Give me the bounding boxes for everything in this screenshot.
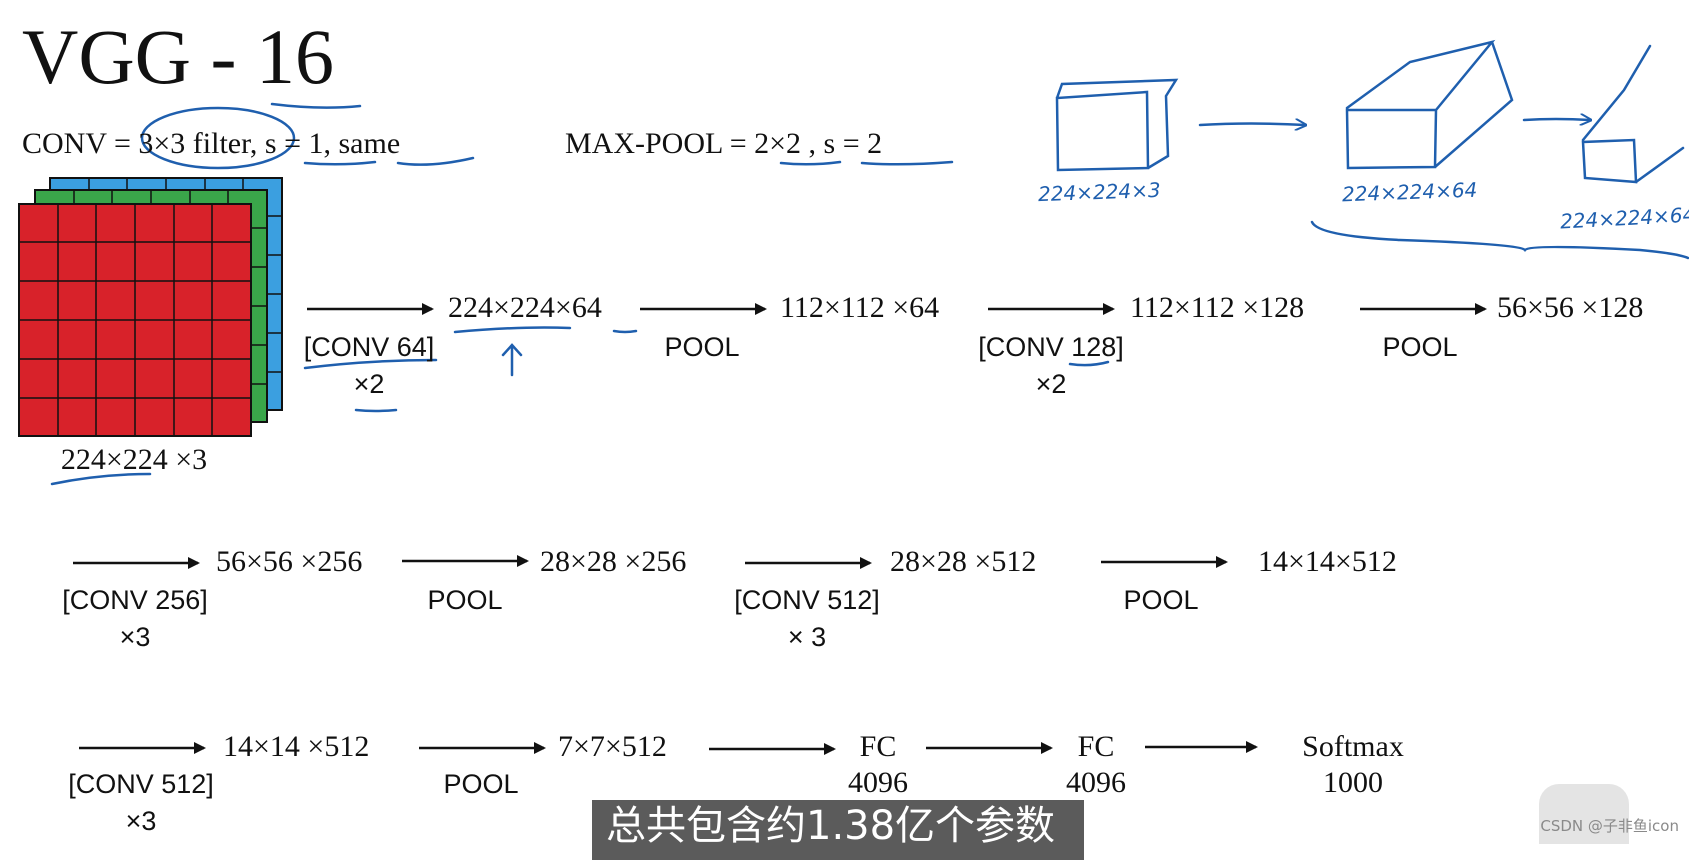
sketch-label-1: 224×224×3 — [1037, 177, 1161, 207]
sketch-volume-3 — [1581, 44, 1685, 184]
r2-dim4: 14×14×512 — [1258, 545, 1397, 578]
sketch-arrow-1 — [1198, 124, 1305, 126]
r1-op1-repeat: ×2 — [353, 369, 385, 399]
r3-op1-repeat: ×3 — [125, 806, 157, 836]
r1-dim1: 224×224×64 — [448, 291, 602, 324]
sketch-volume-1 — [1055, 78, 1179, 172]
page-title: VGG - 16 — [22, 13, 334, 100]
r3-op1-label: [CONV 512] — [68, 769, 214, 799]
r2-op4-label: POOL — [1123, 585, 1199, 615]
play-icon[interactable] — [1539, 784, 1629, 844]
r2-dim1: 56×56 ×256 — [216, 545, 363, 578]
underline-x2 — [354, 408, 398, 413]
r2-op3-label: [CONV 512] — [734, 585, 880, 615]
underline-128 — [1068, 360, 1110, 367]
r3-dim2: 7×7×512 — [558, 730, 667, 763]
sketch-brace — [1310, 220, 1689, 260]
r1-op1-label: [CONV 64] — [303, 332, 435, 362]
sketch-arrow-2 — [1522, 119, 1590, 120]
r2-dim3: 28×28 ×512 — [890, 545, 1037, 578]
subtitle-text: 总共包含约1.38亿个参数 — [606, 803, 1056, 849]
r1-op3-label: [CONV 128] — [978, 332, 1124, 362]
underline-224-64 — [453, 326, 572, 334]
up-arrow — [501, 343, 523, 377]
underline-64 — [612, 329, 638, 334]
r3-dim1: 14×14 ×512 — [223, 730, 370, 763]
underline-s1 — [303, 160, 377, 166]
underline-16 — [270, 102, 362, 109]
maxpool-definition: MAX-POOL = 2×2 , s = 2 — [565, 127, 883, 160]
r1-dim3: 112×112 ×128 — [1130, 291, 1305, 324]
r3-softmax-units: 1000 — [1323, 766, 1383, 799]
r1-dim2: 112×112 ×64 — [780, 291, 940, 324]
r2-op3-repeat: × 3 — [787, 622, 827, 652]
r1-op2-label: POOL — [664, 332, 740, 362]
input-dimension-label: 224×224 ×3 — [60, 443, 208, 476]
underline-conv64 — [303, 358, 438, 370]
r3-fc2-units: 4096 — [1066, 766, 1126, 799]
channel-red-grid — [18, 203, 252, 437]
r3-softmax-label: Softmax — [1302, 730, 1404, 763]
handwritten-annotations — [50, 39, 1689, 486]
r3-fc2-label: FC — [1077, 730, 1115, 763]
underline-2x2 — [779, 160, 842, 166]
r3-fc1-units: 4096 — [848, 766, 908, 799]
r1-op4-label: POOL — [1382, 332, 1458, 362]
circle-3x3-filter — [140, 106, 296, 170]
r1-dim4: 56×56 ×128 — [1497, 291, 1644, 324]
r1-op3-repeat: ×2 — [1035, 369, 1067, 399]
watermark: CSDN @子非鱼icon — [1540, 817, 1679, 835]
sketch-label-2: 224×224×64 — [1341, 177, 1478, 207]
r3-op2-label: POOL — [443, 769, 519, 799]
video-subtitle: 总共包含约1.38亿个参数 — [592, 800, 1084, 860]
underline-input-dim — [50, 472, 152, 486]
underline-s2 — [860, 160, 954, 166]
sketch-volume-2 — [1345, 39, 1514, 170]
r3-fc1-label: FC — [859, 730, 897, 763]
r2-op2-label: POOL — [427, 585, 503, 615]
r2-op1-repeat: ×3 — [119, 622, 151, 652]
r2-dim2: 28×28 ×256 — [540, 545, 687, 578]
conv-definition: CONV = 3×3 filter, s = 1, same — [22, 127, 401, 160]
underline-same — [396, 156, 475, 166]
r2-op1-label: [CONV 256] — [62, 585, 208, 615]
input-volume — [18, 177, 283, 437]
